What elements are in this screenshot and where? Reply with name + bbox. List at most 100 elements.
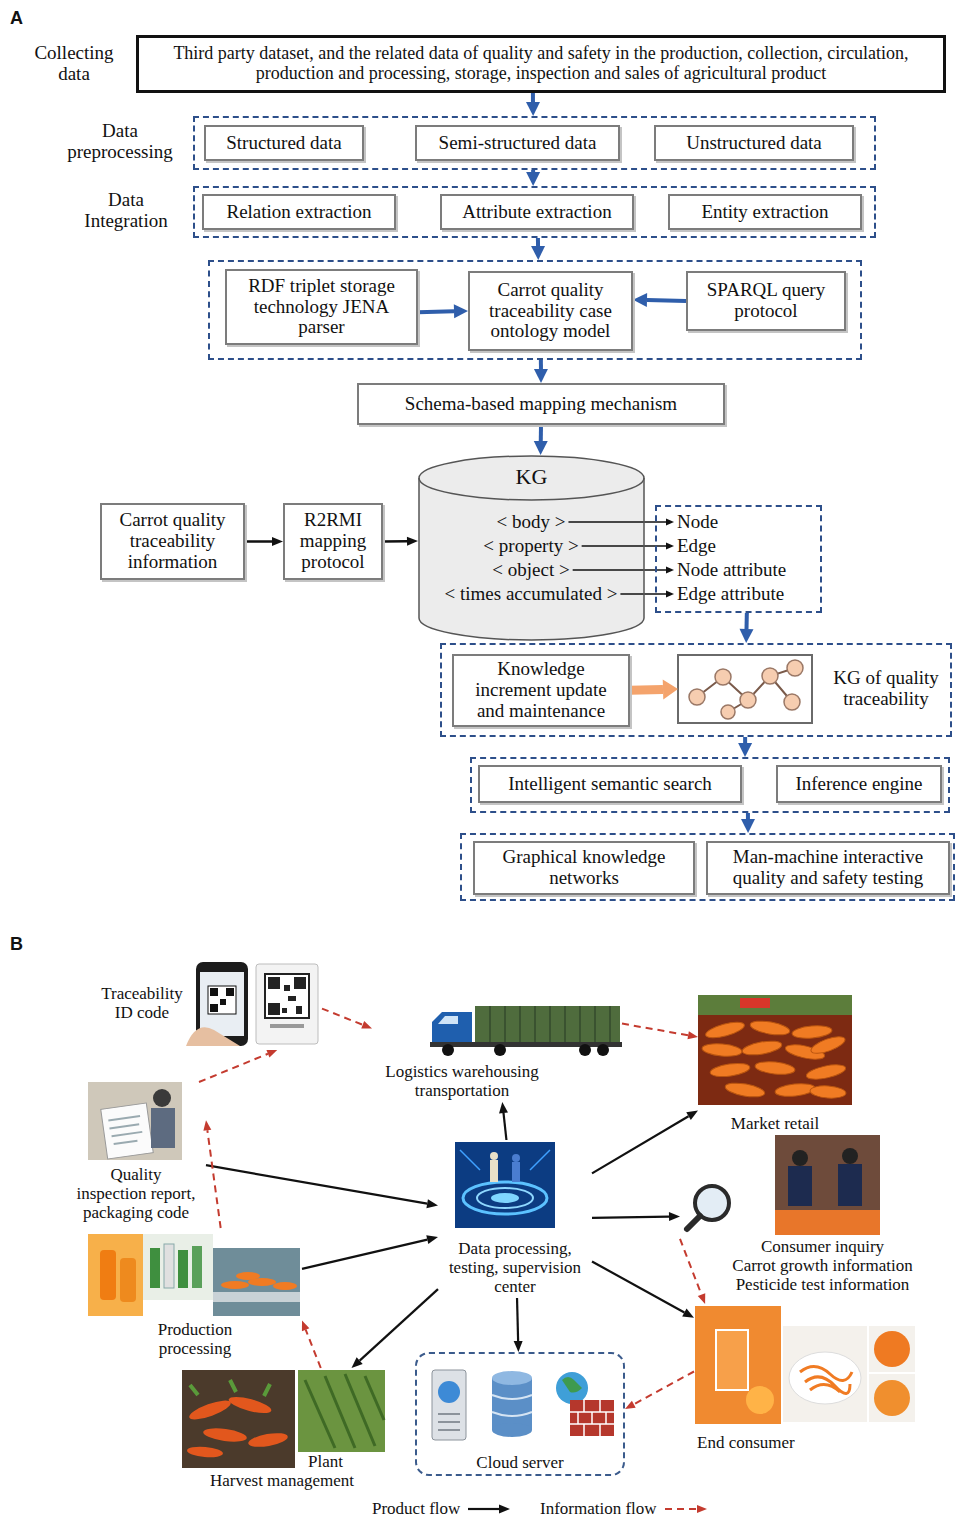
flow-arrow bbox=[531, 170, 535, 172]
harvest-plant-picture bbox=[190, 1380, 270, 1396]
truck-picture bbox=[430, 1042, 622, 1047]
node-label: Consumer inquiry bbox=[761, 1237, 884, 1256]
harvest-plant-picture bbox=[298, 1370, 385, 1452]
data-center-picture bbox=[455, 1142, 555, 1228]
production-processing-picture bbox=[178, 1250, 188, 1288]
legend-text: Product flow bbox=[372, 1499, 460, 1519]
data-center-picture bbox=[512, 1154, 520, 1162]
cylinder-outline bbox=[419, 478, 644, 640]
cloud-server-icons bbox=[570, 1400, 614, 1436]
picture-node: Consumer inquiryCarrot growth informatio… bbox=[680, 1133, 920, 1296]
production-processing-picture bbox=[120, 1258, 136, 1302]
flow-arrow bbox=[744, 613, 748, 629]
cloud-server-icons bbox=[562, 1377, 582, 1393]
consumer-inquiry-picture bbox=[792, 1150, 808, 1166]
node-label: Entity extraction bbox=[701, 202, 828, 223]
truck-picture bbox=[490, 1006, 610, 1042]
picture-node: Logistics warehousing transportation bbox=[372, 1004, 622, 1102]
panel-letter: A bbox=[10, 8, 23, 29]
phone-qr-picture bbox=[210, 988, 234, 1012]
end-consumer-picture bbox=[869, 1326, 915, 1372]
flow-arrow bbox=[503, 1113, 506, 1140]
node-label: < object > bbox=[492, 559, 569, 581]
node-label: Unstructured data bbox=[686, 133, 822, 154]
cloud-server-icons bbox=[438, 1414, 460, 1430]
phone-qr-picture bbox=[220, 999, 226, 1005]
production-processing-picture bbox=[221, 1272, 297, 1290]
end-consumer-picture bbox=[716, 1330, 748, 1390]
text-node: < object > bbox=[489, 559, 572, 581]
picture-node: Market retail bbox=[698, 995, 852, 1135]
market-picture bbox=[810, 1085, 847, 1099]
knowledge-graph-picture bbox=[697, 668, 795, 712]
cloud-server-icons bbox=[492, 1423, 532, 1437]
cloud-server-icons bbox=[492, 1371, 532, 1385]
group-frame: Graphical knowledge networksMan-machine … bbox=[460, 833, 955, 901]
flow-arrow bbox=[306, 1330, 321, 1368]
node-label: RDF triplet storage technology JENA pars… bbox=[233, 276, 410, 339]
phone-qr-picture bbox=[294, 977, 306, 989]
phone-qr-picture bbox=[208, 986, 236, 1014]
kg-cylinder-fill bbox=[419, 456, 644, 640]
text-node: Edge bbox=[674, 535, 719, 557]
knowledge-graph-picture bbox=[715, 669, 731, 685]
cloud-server-icons bbox=[432, 1370, 466, 1440]
node-label: < body > bbox=[497, 511, 566, 533]
node-label: Data preprocessing bbox=[55, 121, 185, 163]
consumer-inquiry-picture bbox=[687, 1135, 880, 1235]
flow-arrow bbox=[743, 737, 747, 743]
phone-qr-picture bbox=[210, 988, 218, 996]
flow-arrow bbox=[592, 1116, 689, 1173]
flow-arrow bbox=[536, 238, 540, 246]
harvest-plant-picture bbox=[187, 1445, 224, 1458]
harvest-plant-picture bbox=[182, 1370, 385, 1468]
group-frame: Data preprocessingStructured dataSemi-st… bbox=[193, 116, 876, 170]
cloud-server-icons bbox=[570, 1400, 614, 1436]
legend-text: Information flow bbox=[540, 1499, 657, 1519]
text-node: < body > bbox=[494, 511, 569, 533]
node-label: Schema-based mapping mechanism bbox=[405, 394, 677, 415]
cloud-server-icons bbox=[438, 1381, 460, 1403]
inspection-report-picture bbox=[101, 1103, 154, 1159]
data-center-picture bbox=[460, 1150, 550, 1170]
data-center-picture bbox=[490, 1152, 498, 1160]
node-label: Data Integration bbox=[72, 190, 180, 232]
market-picture bbox=[774, 1082, 815, 1098]
node-label: Structured data bbox=[226, 133, 342, 154]
flow-arrow bbox=[418, 309, 454, 314]
legend-sample bbox=[468, 1508, 499, 1510]
flow-arrow bbox=[680, 1239, 702, 1295]
end-consumer-picture bbox=[695, 1306, 781, 1424]
consumer-inquiry-picture bbox=[775, 1210, 880, 1235]
legend-item: Product flow bbox=[372, 1499, 512, 1519]
process-box: Carrot quality traceability case ontolog… bbox=[468, 271, 633, 351]
truck-picture bbox=[579, 1044, 591, 1056]
node-label: Node bbox=[677, 511, 718, 533]
cloud-server-icons bbox=[492, 1378, 532, 1430]
node-label: Edge bbox=[677, 535, 716, 557]
market-picture bbox=[704, 1019, 746, 1041]
legend-sample bbox=[665, 1508, 697, 1510]
legend-sample bbox=[663, 1502, 709, 1516]
node-label: Man-machine interactive quality and safe… bbox=[714, 847, 942, 889]
process-box: Man-machine interactive quality and safe… bbox=[706, 841, 950, 895]
data-center-picture bbox=[490, 1160, 498, 1182]
flow-arrow bbox=[568, 521, 666, 523]
production-processing-picture bbox=[150, 1248, 160, 1288]
inspection-report-picture bbox=[108, 1116, 143, 1144]
harvest-plant-picture bbox=[305, 1374, 384, 1448]
phone-qr-picture bbox=[270, 1024, 304, 1028]
consumer-inquiry-picture bbox=[788, 1166, 812, 1206]
flow-arrow bbox=[582, 545, 666, 547]
production-processing-picture bbox=[236, 1272, 260, 1280]
data-center-picture bbox=[455, 1142, 555, 1228]
end-consumer-picture bbox=[783, 1326, 867, 1422]
node-label: Production processing bbox=[145, 1320, 245, 1358]
production-processing-picture bbox=[213, 1292, 300, 1302]
truck-picture bbox=[442, 1044, 454, 1056]
knowledge-graph-picture bbox=[678, 655, 812, 723]
cloud-server-icons bbox=[556, 1372, 588, 1404]
market-picture bbox=[702, 1019, 847, 1100]
flow-arrow bbox=[647, 298, 686, 303]
phone-qr-picture bbox=[256, 964, 318, 1044]
